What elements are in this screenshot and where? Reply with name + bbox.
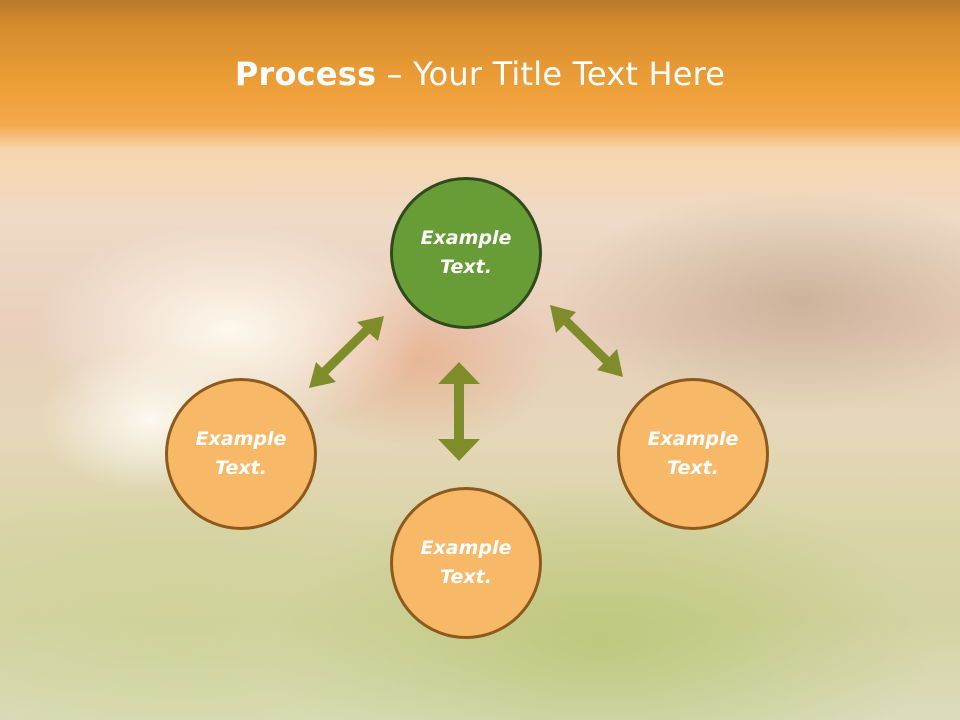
arrow-center-right	[550, 305, 623, 377]
title-strong: Process	[234, 55, 377, 93]
node-left-label: Example Text.	[195, 428, 287, 479]
title-rest: – Your Title Text Here	[376, 55, 726, 93]
arrow-center-left	[309, 316, 384, 388]
slide-title: Process – Your Title Text Here	[0, 52, 960, 96]
arrow-center-bottom	[438, 362, 480, 461]
node-bottom-label: Example Text.	[420, 537, 512, 588]
node-left: Example Text.	[165, 378, 317, 530]
node-center: Example Text.	[390, 177, 542, 329]
node-center-label: Example Text.	[420, 227, 512, 278]
node-right: Example Text.	[617, 378, 769, 530]
node-right-label: Example Text.	[647, 428, 739, 479]
node-bottom: Example Text.	[390, 487, 542, 639]
